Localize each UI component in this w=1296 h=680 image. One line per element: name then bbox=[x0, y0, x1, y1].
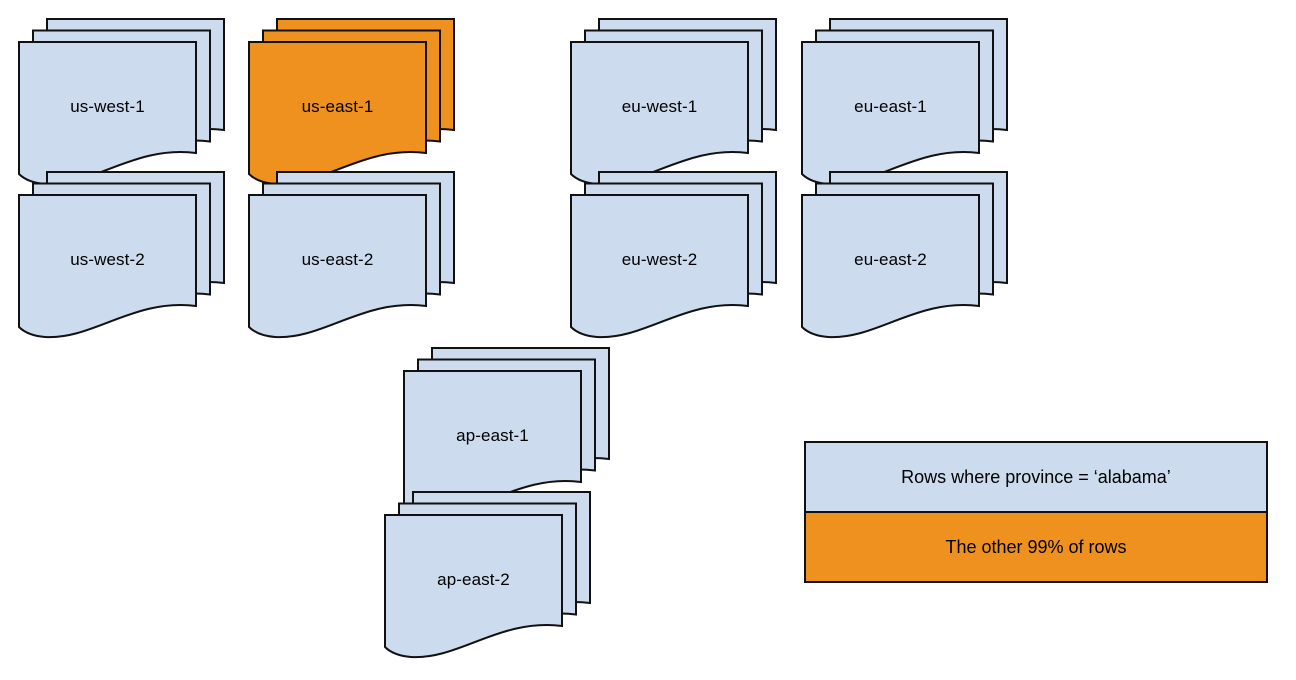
document-card-3 bbox=[248, 41, 427, 186]
document-stack-shape bbox=[403, 347, 610, 515]
document-stack-shape bbox=[570, 18, 777, 186]
document-stack-shape bbox=[801, 171, 1008, 339]
document-card-3 bbox=[248, 194, 427, 339]
document-stack-shape bbox=[18, 18, 225, 186]
document-stack-shape bbox=[384, 491, 591, 659]
document-stack-shape bbox=[18, 171, 225, 339]
document-card-3 bbox=[801, 41, 980, 186]
document-stack-us-west-1[interactable]: us-west-1 bbox=[18, 18, 225, 186]
document-stack-ap-east-1[interactable]: ap-east-1 bbox=[403, 347, 610, 515]
legend-row-highlight: The other 99% of rows bbox=[806, 513, 1266, 581]
document-card-3 bbox=[18, 41, 197, 186]
document-stack-eu-west-2[interactable]: eu-west-2 bbox=[570, 171, 777, 339]
document-card-3 bbox=[801, 194, 980, 339]
document-stack-eu-west-1[interactable]: eu-west-1 bbox=[570, 18, 777, 186]
document-stack-eu-east-2[interactable]: eu-east-2 bbox=[801, 171, 1008, 339]
legend: Rows where province = ‘alabama’ The othe… bbox=[804, 441, 1268, 583]
document-stack-us-west-2[interactable]: us-west-2 bbox=[18, 171, 225, 339]
document-stack-ap-east-2[interactable]: ap-east-2 bbox=[384, 491, 591, 659]
document-stack-eu-east-1[interactable]: eu-east-1 bbox=[801, 18, 1008, 186]
document-stack-shape bbox=[801, 18, 1008, 186]
document-stack-shape bbox=[248, 18, 455, 186]
document-stack-us-east-2[interactable]: us-east-2 bbox=[248, 171, 455, 339]
document-stack-shape bbox=[248, 171, 455, 339]
document-stack-shape bbox=[570, 171, 777, 339]
document-card-3 bbox=[570, 194, 749, 339]
document-card-3 bbox=[570, 41, 749, 186]
document-card-3 bbox=[384, 514, 563, 659]
document-card-3 bbox=[18, 194, 197, 339]
document-stack-us-east-1[interactable]: us-east-1 bbox=[248, 18, 455, 186]
legend-row-normal: Rows where province = ‘alabama’ bbox=[806, 443, 1266, 513]
